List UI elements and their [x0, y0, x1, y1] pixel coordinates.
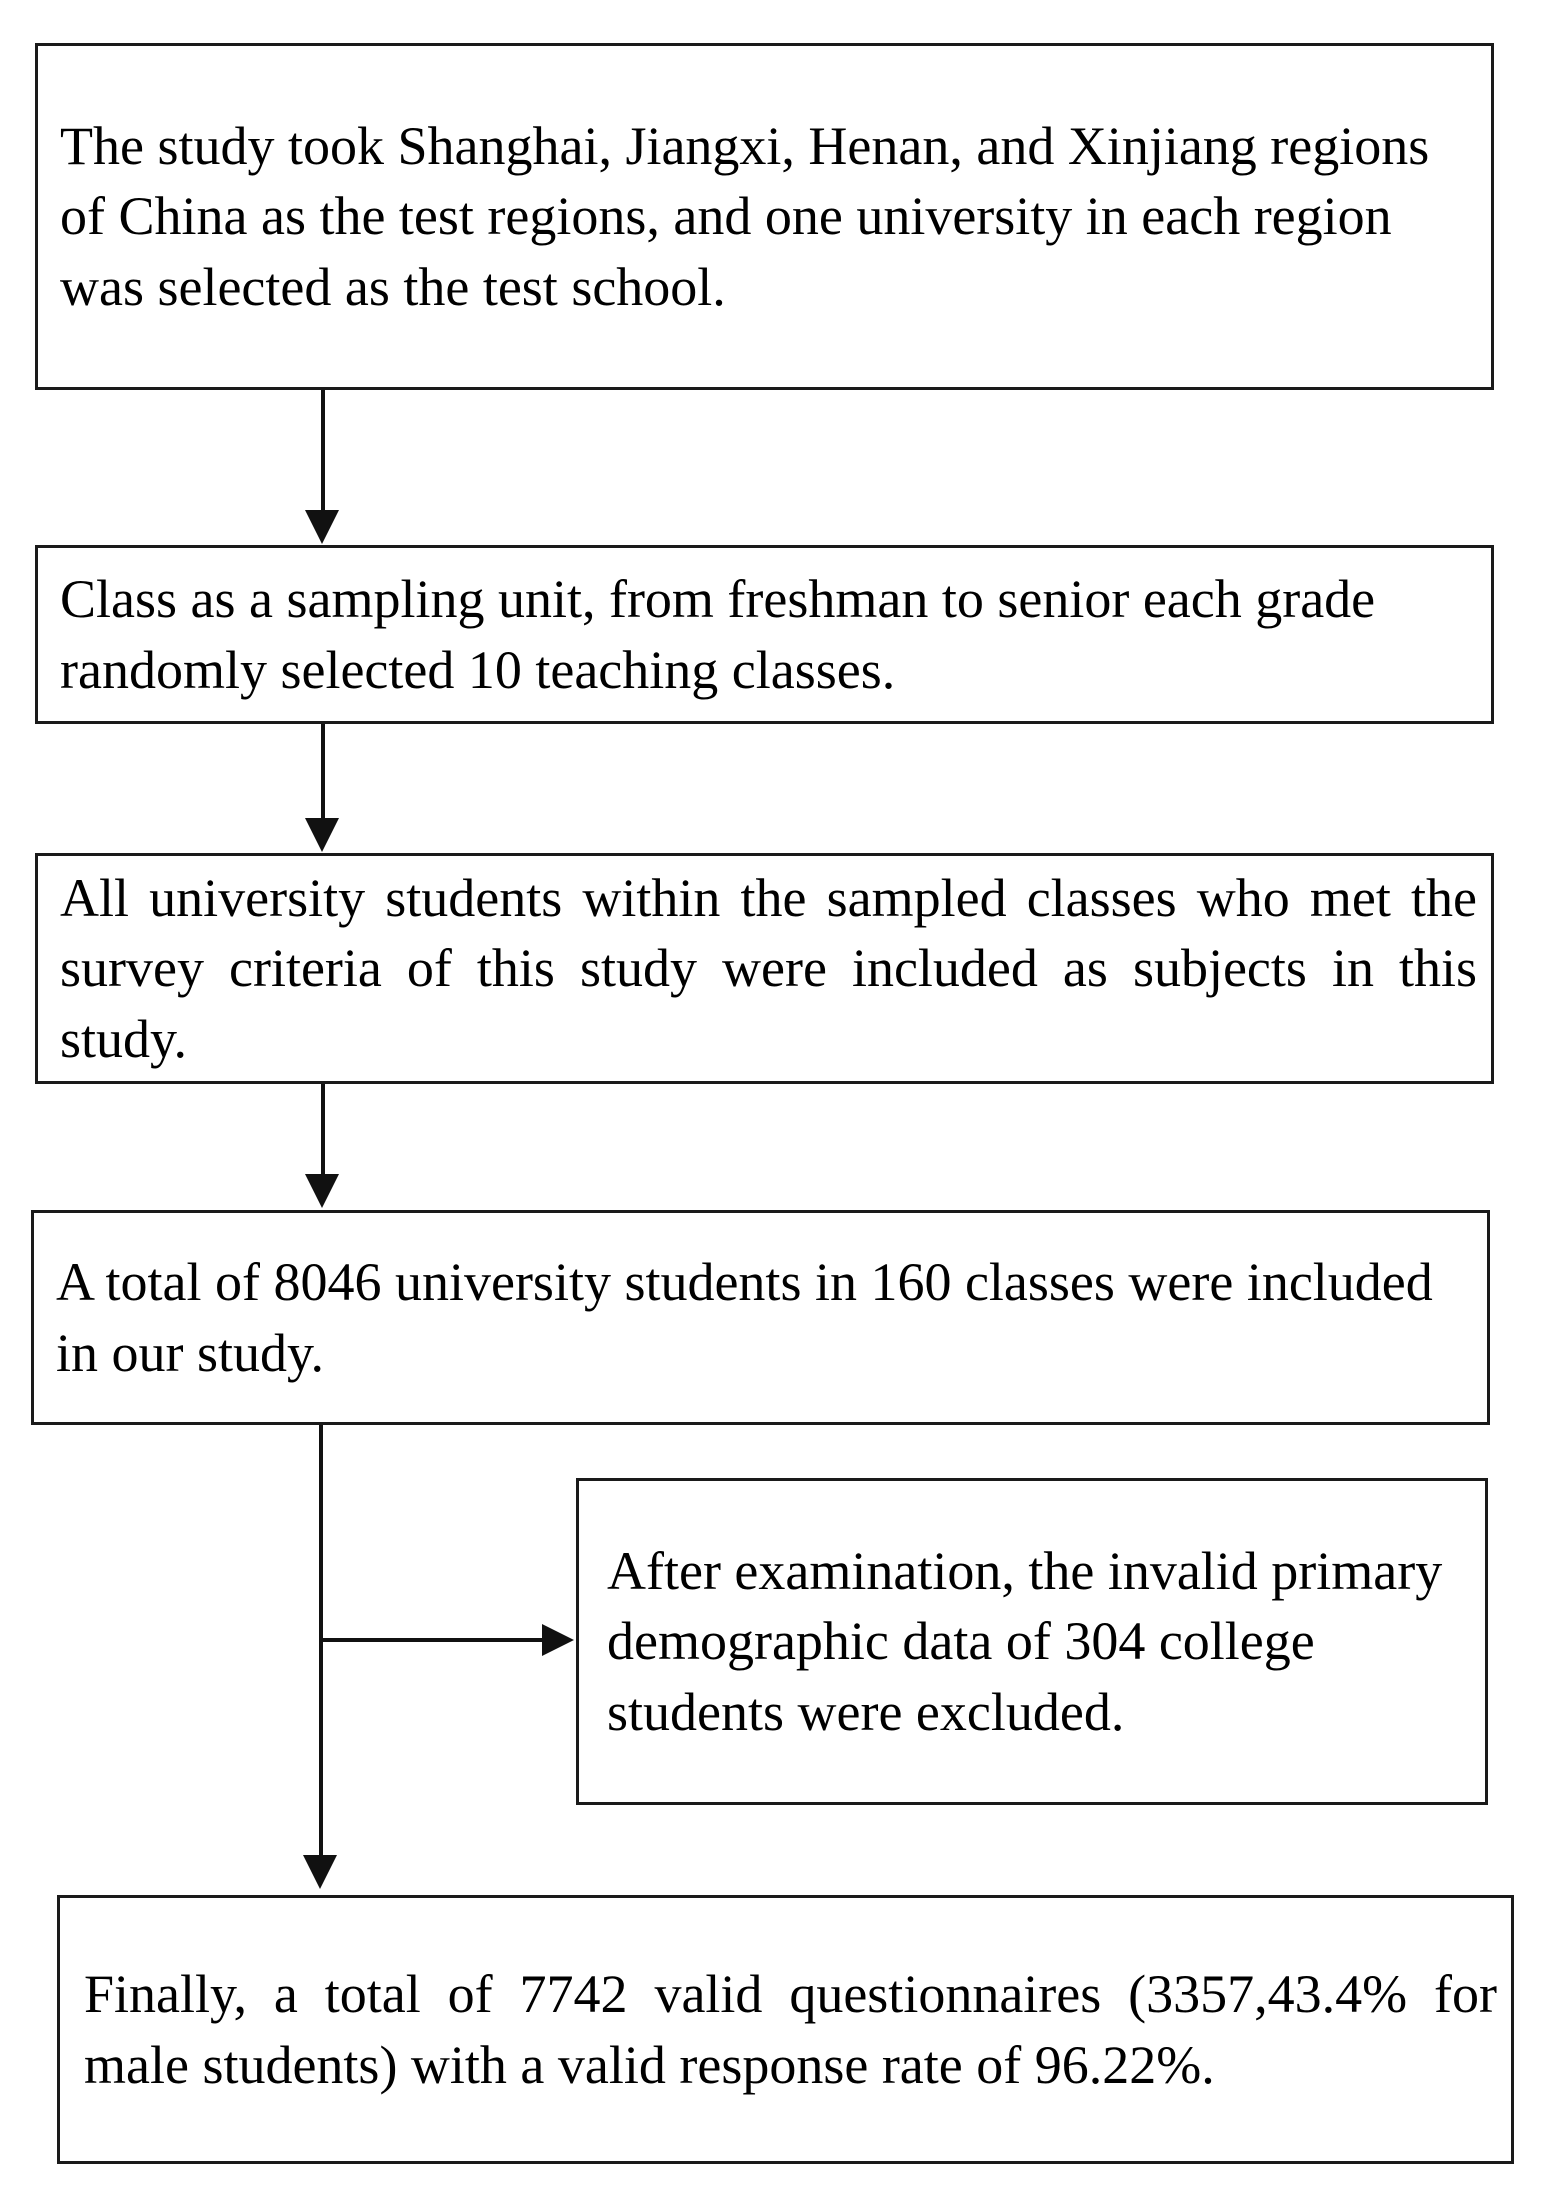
test-regions-box: The study took Shanghai, Jiangxi, Henan,…	[35, 43, 1494, 390]
sampling-unit-box: Class as a sampling unit, from freshman …	[35, 545, 1494, 724]
arrow-head-down-icon	[305, 510, 339, 544]
connector-total-to-final	[319, 1425, 323, 1859]
total-enrolled-text: A total of 8046 university students in 1…	[56, 1252, 1433, 1383]
connector-total-to-excluded	[319, 1638, 545, 1642]
connector-regions-to-sampling	[321, 390, 325, 514]
connector-sampling-to-eligibility	[321, 724, 325, 820]
final-sample-text: Finally, a total of 7742 valid questionn…	[84, 1964, 1497, 2095]
arrow-head-down-icon	[303, 1855, 337, 1889]
arrow-head-right-icon	[542, 1624, 574, 1656]
excluded-text: After examination, the invalid primary d…	[607, 1541, 1443, 1742]
excluded-box: After examination, the invalid primary d…	[576, 1478, 1488, 1805]
arrow-head-down-icon	[305, 1174, 339, 1208]
eligibility-box: All university students within the sampl…	[35, 853, 1494, 1084]
sampling-unit-text: Class as a sampling unit, from freshman …	[60, 569, 1376, 700]
test-regions-text: The study took Shanghai, Jiangxi, Henan,…	[60, 116, 1430, 317]
connector-eligibility-to-total	[321, 1084, 325, 1176]
total-enrolled-box: A total of 8046 university students in 1…	[31, 1210, 1490, 1425]
eligibility-text: All university students within the sampl…	[60, 868, 1477, 1069]
arrow-head-down-icon	[305, 818, 339, 852]
final-sample-box: Finally, a total of 7742 valid questionn…	[57, 1895, 1514, 2164]
